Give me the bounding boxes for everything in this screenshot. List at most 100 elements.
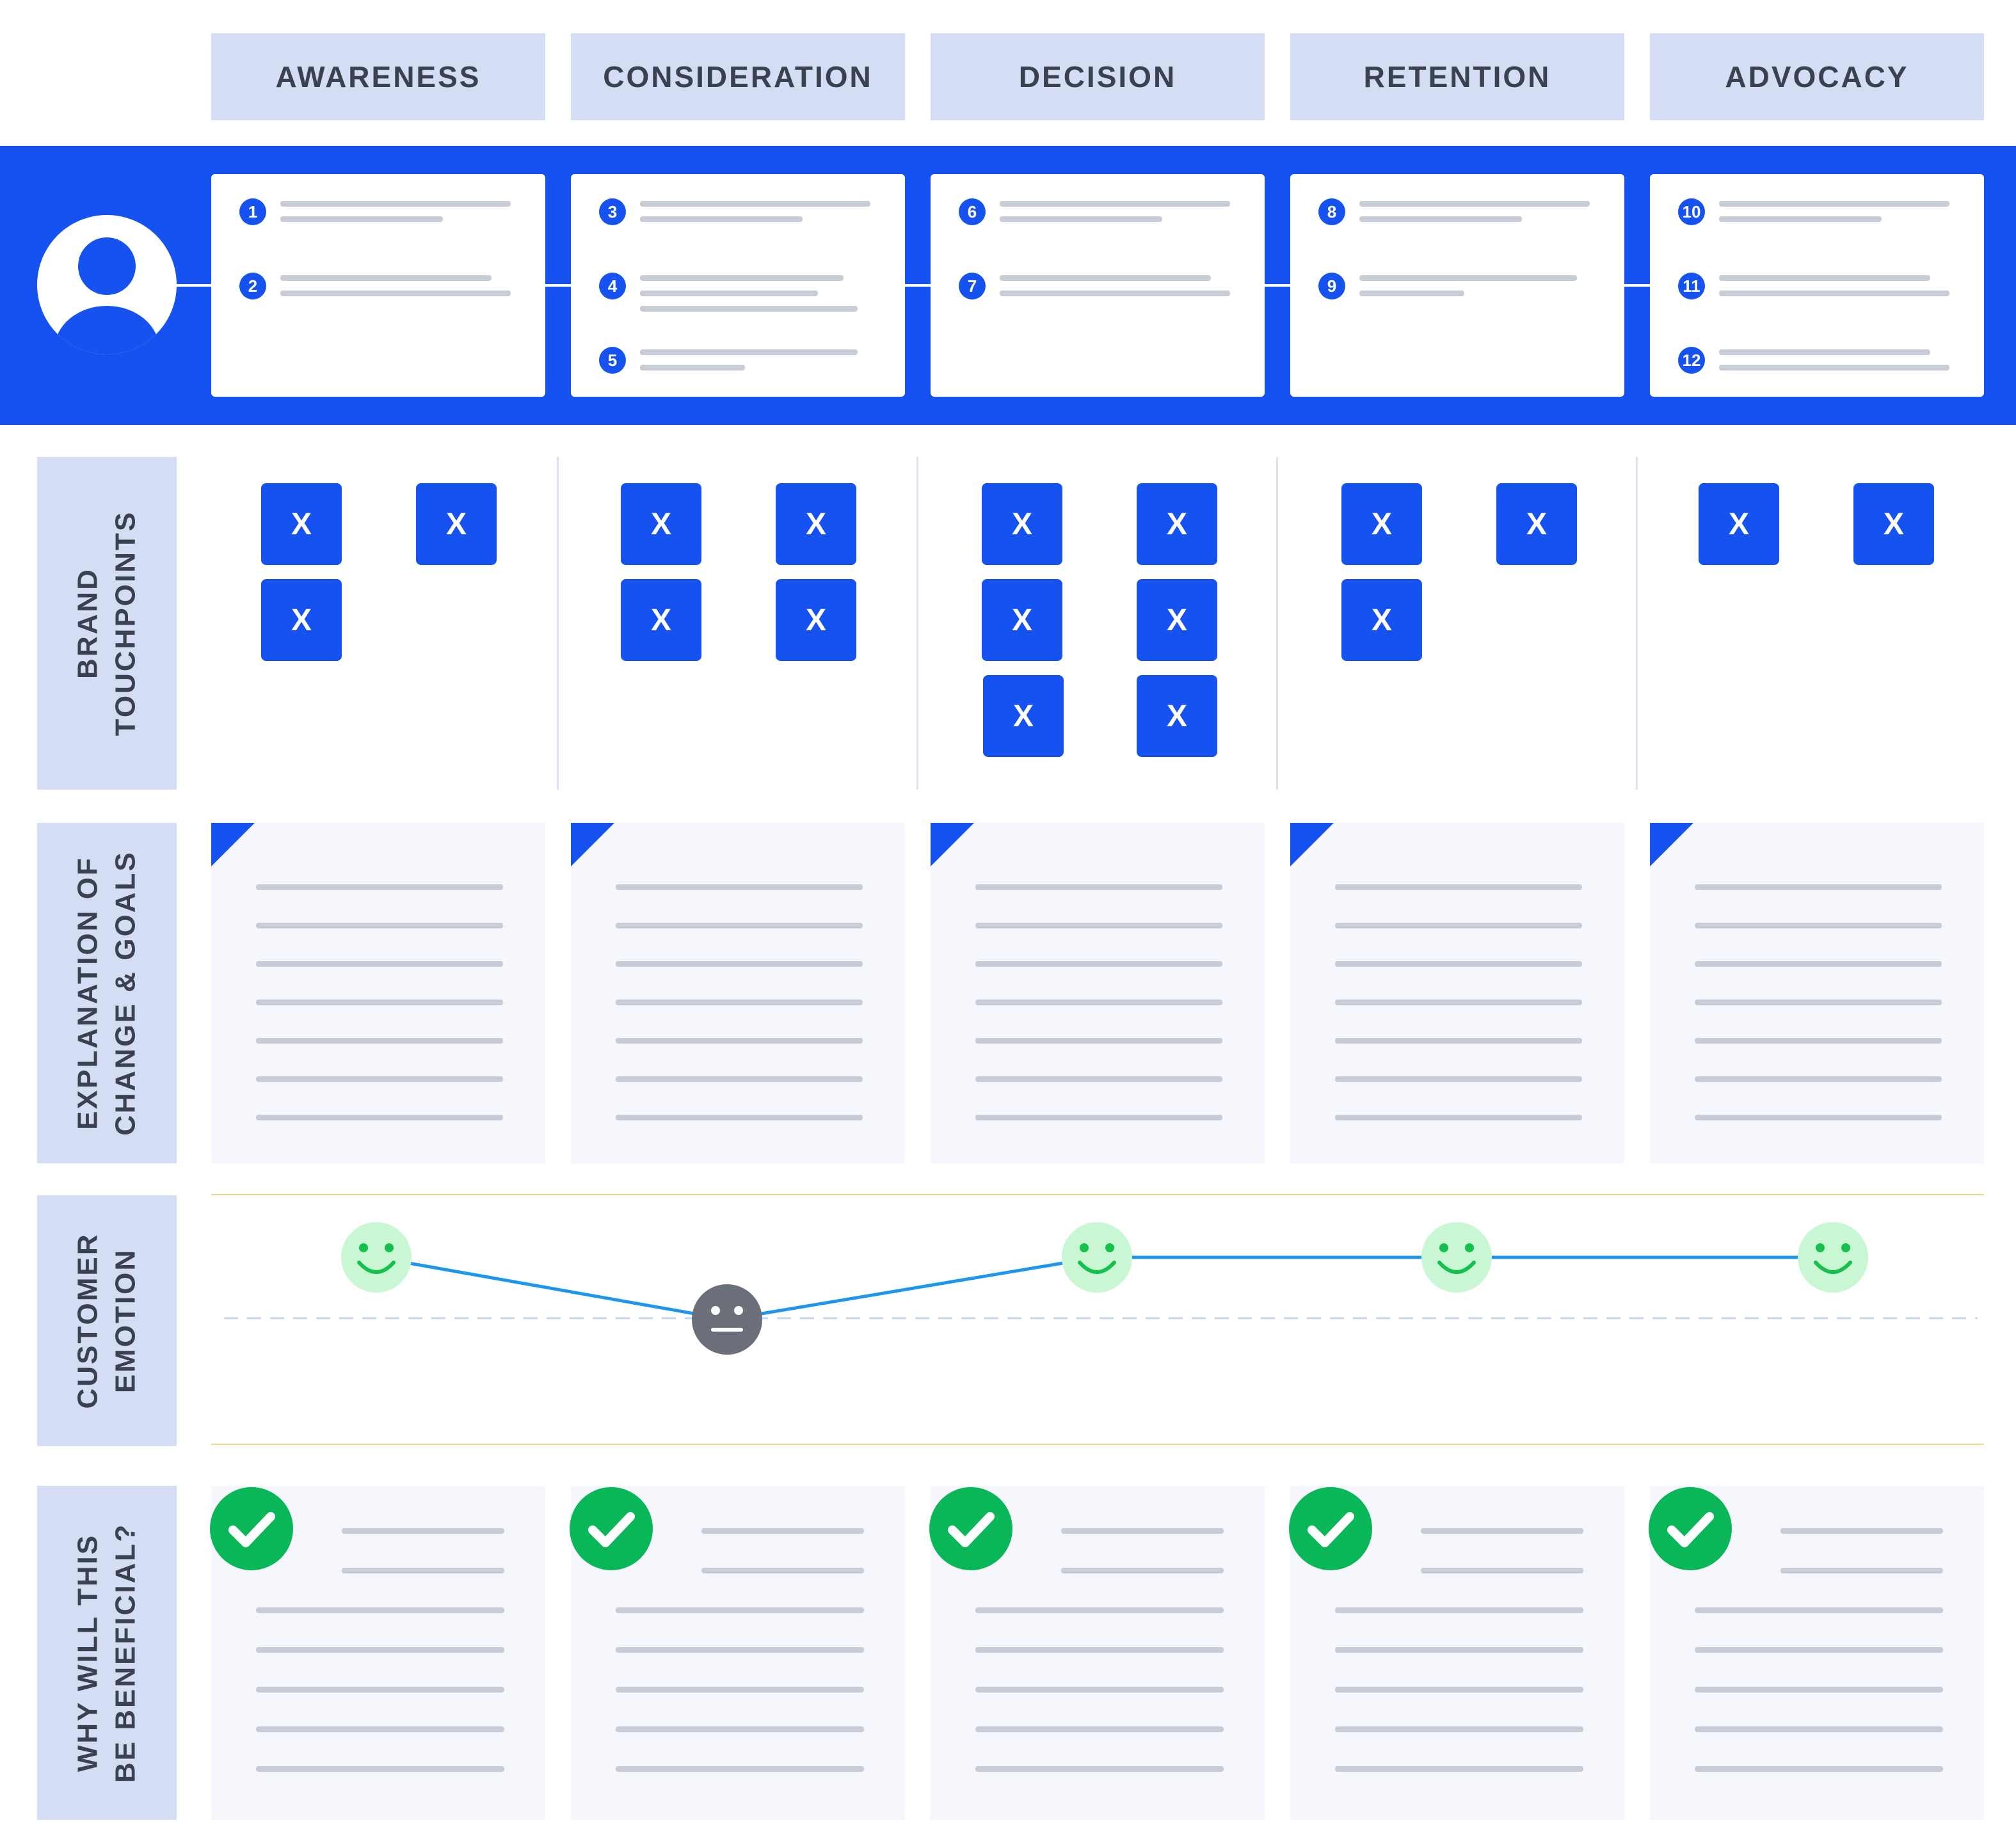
row-label-line: BRAND [72,568,104,679]
placeholder-line [975,1115,1222,1120]
placeholder-line [975,1647,1224,1653]
placeholder-line [975,1766,1224,1772]
placeholder-line [1695,961,1942,967]
placeholder-line [256,1766,504,1772]
touchpoint-tile: X [776,483,856,565]
happy-face-icon [1421,1222,1492,1293]
placeholder-line [975,1076,1222,1082]
placeholder-line [1780,1528,1943,1534]
placeholder-line [1335,923,1582,928]
touchpoint-tile: X [621,483,701,565]
touchpoint-tile: X [261,483,342,565]
step-card-advocacy: 10 11 12 [1650,174,1984,397]
placeholder-line [342,1568,504,1573]
placeholder-line [1695,1687,1943,1693]
touchpoint-tile: X [1496,483,1577,565]
step-number-badge: 4 [599,273,626,299]
stage-header-consideration: CONSIDERATION [571,33,905,120]
placeholder-line [280,201,511,207]
column-divider [1636,457,1638,790]
placeholder-line [1000,216,1162,222]
placeholder-line [1695,1607,1943,1613]
emotion-row-top-border [211,1194,1984,1195]
step-card-decision: 6 7 [931,174,1265,397]
placeholder-line [616,1115,863,1120]
placeholder-line [616,1766,864,1772]
placeholder-line [1000,275,1211,281]
placeholder-line [256,1000,503,1005]
folded-corner-icon [211,823,255,866]
touchpoint-tile: X [1137,675,1217,757]
placeholder-line [256,1076,503,1082]
placeholder-line [701,1528,864,1534]
touchpoint-tile: X [1341,579,1422,661]
user-avatar-icon [37,215,177,354]
touchpoint-tile: X [1137,483,1217,565]
step-number-badge: 7 [959,273,986,299]
step-number-badge: 5 [599,347,626,374]
placeholder-line [1335,1766,1583,1772]
placeholder-line [975,1038,1222,1044]
checkmark-icon [1289,1487,1372,1570]
step-number-badge: 8 [1318,198,1345,225]
placeholder-line [640,201,870,207]
touchpoint-tile: X [983,675,1064,757]
placeholder-line [1359,201,1590,207]
placeholder-line [256,1607,504,1613]
touchpoint-tile: X [261,579,342,661]
step-card-consideration: 3 4 5 [571,174,905,397]
touchpoint-tile: X [982,579,1062,661]
explanation-panel [1290,823,1624,1163]
placeholder-line [256,1687,504,1693]
stage-header-advocacy: ADVOCACY [1650,33,1984,120]
placeholder-line [1695,1038,1942,1044]
stage-header-awareness: AWARENESS [211,33,545,120]
touchpoint-tile: X [621,579,701,661]
placeholder-line [342,1528,504,1534]
step-number-badge: 10 [1678,198,1705,225]
placeholder-line [1061,1528,1224,1534]
placeholder-line [616,1726,864,1732]
placeholder-line [256,884,503,890]
placeholder-line [1719,349,1930,355]
step-card-awareness: 1 2 [211,174,545,397]
step-number-badge: 9 [1318,273,1345,299]
emotion-curve [224,1222,1978,1355]
folded-corner-icon [1650,823,1693,866]
placeholder-line [256,1726,504,1732]
placeholder-line [975,1607,1224,1613]
neutral-face-icon [692,1284,762,1355]
placeholder-line [1335,1726,1583,1732]
explanation-panel [1650,823,1984,1163]
column-divider [557,457,559,790]
step-card-retention: 8 9 [1290,174,1624,397]
placeholder-line [975,961,1222,967]
placeholder-line [1061,1568,1224,1573]
placeholder-line [975,1726,1224,1732]
happy-face-icon [1062,1222,1132,1293]
step-number-badge: 6 [959,198,986,225]
placeholder-line [616,1038,863,1044]
placeholder-line [1335,1607,1583,1613]
placeholder-line [1359,291,1464,296]
column-divider [916,457,918,790]
checkmark-icon [570,1487,653,1570]
folded-corner-icon [571,823,614,866]
placeholder-line [1335,884,1582,890]
row-label-brand-touchpoints: BRAND TOUCHPOINTS [37,457,177,790]
placeholder-line [1695,923,1942,928]
placeholder-line [640,291,818,296]
placeholder-line [1335,1000,1582,1005]
stage-header-decision: DECISION [931,33,1265,120]
placeholder-line [1695,884,1942,890]
placeholder-line [1359,275,1577,281]
placeholder-line [1359,216,1522,222]
touchpoint-tile: X [776,579,856,661]
checkmark-icon [929,1487,1012,1570]
placeholder-line [1000,201,1230,207]
checkmark-icon [1649,1487,1732,1570]
placeholder-line [1695,1000,1942,1005]
touchpoint-tile: X [1341,483,1422,565]
placeholder-line [1335,1687,1583,1693]
step-number-badge: 2 [239,273,266,299]
